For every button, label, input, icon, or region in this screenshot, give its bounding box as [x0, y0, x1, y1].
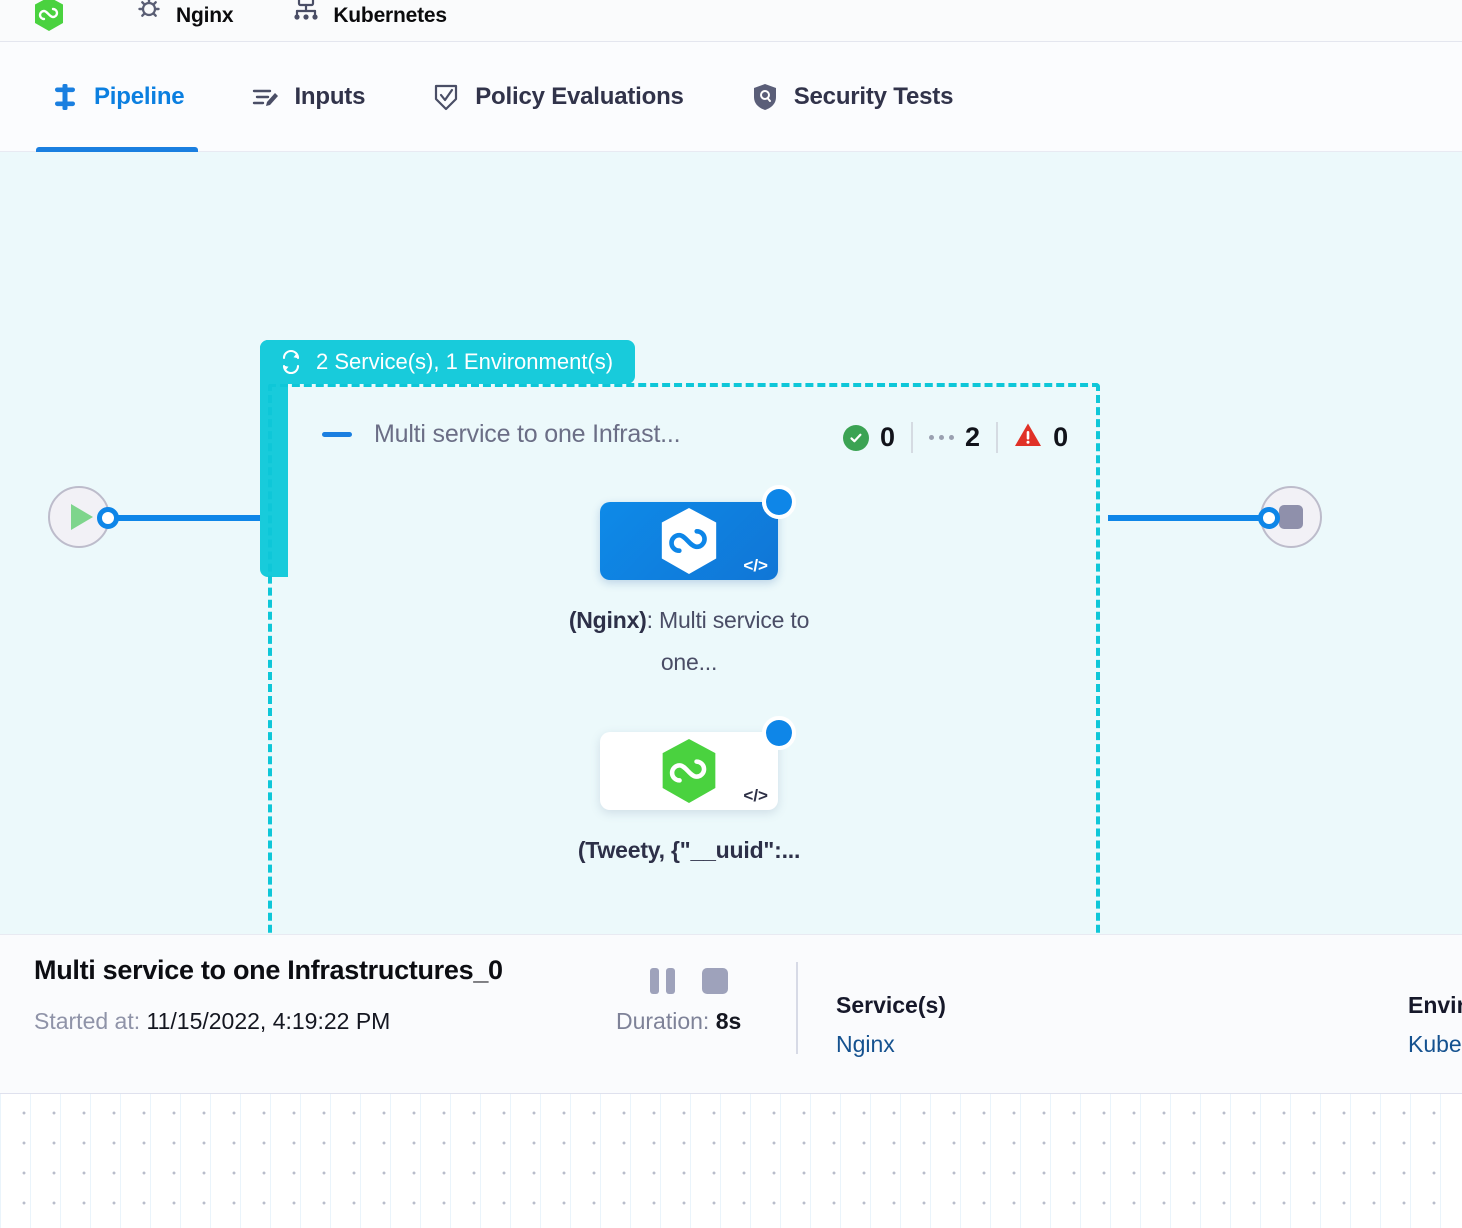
- pending-dots-icon: [929, 435, 955, 440]
- environments-value[interactable]: Kubernetes: [1408, 1031, 1462, 1057]
- count-failed-value: 0: [1053, 422, 1069, 452]
- count-success-value: 0: [880, 422, 896, 452]
- connector-line-start: [108, 515, 280, 521]
- tab-label-policy-evaluations: Policy Evaluations: [475, 82, 684, 110]
- security-shield-icon: [753, 83, 776, 110]
- started-at-label: Started at:: [34, 1008, 141, 1034]
- code-glyph-icon: </>: [743, 786, 768, 805]
- pause-button[interactable]: [650, 968, 676, 994]
- harness-hexagon-logo-icon: [35, 0, 63, 31]
- gear-icon: [138, 0, 160, 17]
- execution-started-at: Started at: 11/15/2022, 4:19:22 PM: [34, 1008, 390, 1035]
- services-column: Service(s) Nginx: [836, 992, 946, 1058]
- stage-title: Multi service to one Infrast...: [374, 420, 681, 448]
- tab-inputs[interactable]: Inputs: [236, 42, 379, 152]
- warning-triangle-icon: [1014, 422, 1042, 453]
- breadcrumb-item-kubernetes[interactable]: Kubernetes: [291, 0, 447, 41]
- detail-divider: [796, 962, 798, 1054]
- stage-group-dashed-box: [268, 383, 1100, 934]
- service-node-label-nginx-rest: : Multi service to one...: [646, 607, 810, 675]
- start-connector-dot[interactable]: [97, 507, 119, 529]
- count-failed: 0: [996, 422, 1084, 453]
- service-node-label-nginx: (Nginx): Multi service to one...: [539, 599, 839, 683]
- stage-group-banner-label: 2 Service(s), 1 Environment(s): [316, 349, 614, 374]
- stage-status-counts: 0 2 0: [843, 422, 1084, 453]
- service-node-label-nginx-bold: (Nginx): [568, 607, 647, 633]
- connector-line-end: [1108, 515, 1278, 521]
- service-node-nginx[interactable]: </>: [600, 502, 778, 580]
- check-circle-icon: [843, 424, 869, 451]
- breadcrumb: Nginx Kubernetes: [0, 0, 1462, 42]
- environments-header: Environment(s): [1408, 992, 1462, 1018]
- tab-policy-evaluations[interactable]: Policy Evaluations: [417, 42, 697, 152]
- execution-tabs: Pipeline Inputs Policy Evaluations: [0, 42, 1462, 152]
- count-success: 0: [843, 422, 911, 453]
- code-glyph-icon: </>: [743, 556, 768, 575]
- tab-label-pipeline: Pipeline: [94, 82, 185, 110]
- tab-pipeline[interactable]: Pipeline: [36, 42, 199, 152]
- started-at-value: 11/15/2022, 4:19:22 PM: [146, 1008, 391, 1034]
- play-icon: [71, 504, 93, 530]
- graph-grid-background: [0, 1094, 1462, 1228]
- loop-repeat-icon: [282, 349, 300, 375]
- breadcrumb-item-nginx[interactable]: Nginx: [134, 0, 234, 41]
- pipeline-icon: [55, 83, 75, 110]
- policy-shield-check-icon: [435, 84, 458, 110]
- service-node-tweety[interactable]: </>: [600, 732, 778, 810]
- services-value[interactable]: Nginx: [836, 1031, 895, 1057]
- end-connector-dot[interactable]: [1258, 507, 1280, 529]
- stop-icon: [1279, 505, 1303, 529]
- tab-security-tests[interactable]: Security Tests: [736, 42, 968, 152]
- minus-collapse-icon[interactable]: [322, 432, 352, 437]
- start-node[interactable]: [48, 486, 110, 548]
- execution-detail-bar: [0, 934, 1462, 1094]
- tab-label-inputs: Inputs: [294, 82, 366, 110]
- services-header: Service(s): [836, 992, 946, 1018]
- breadcrumb-label-nginx: Nginx: [176, 4, 234, 27]
- count-pending: 2: [911, 422, 996, 453]
- execution-duration: Duration: 8s: [616, 1008, 741, 1035]
- stage-group-banner[interactable]: 2 Service(s), 1 Environment(s): [260, 340, 636, 384]
- pipeline-graph-canvas[interactable]: 2 Service(s), 1 Environment(s) Multi ser…: [0, 152, 1462, 934]
- inputs-icon: [253, 89, 279, 106]
- execution-stage-title: Multi service to one Infrastructures_0: [34, 955, 503, 985]
- harness-hexagon-green-icon: [662, 739, 716, 803]
- environments-column: Environment(s) Kubernetes: [1408, 992, 1462, 1058]
- node-status-running-nginx: [762, 485, 796, 519]
- stop-button[interactable]: [702, 968, 728, 994]
- duration-label: Duration:: [616, 1008, 710, 1034]
- service-node-label-tweety: (Tweety, {"__uuid":...: [577, 837, 801, 863]
- duration-value: 8s: [715, 1008, 742, 1034]
- count-pending-value: 2: [965, 422, 981, 452]
- breadcrumb-item-logo[interactable]: [34, 0, 76, 41]
- kubernetes-icon: [294, 0, 318, 20]
- stage-title-row[interactable]: Multi service to one Infrast...: [322, 420, 681, 449]
- tab-label-security-tests: Security Tests: [793, 82, 954, 110]
- execution-controls: [650, 968, 728, 994]
- harness-hexagon-white-icon: [661, 508, 717, 574]
- node-status-running-tweety: [762, 716, 796, 750]
- breadcrumb-label-kubernetes: Kubernetes: [333, 4, 447, 27]
